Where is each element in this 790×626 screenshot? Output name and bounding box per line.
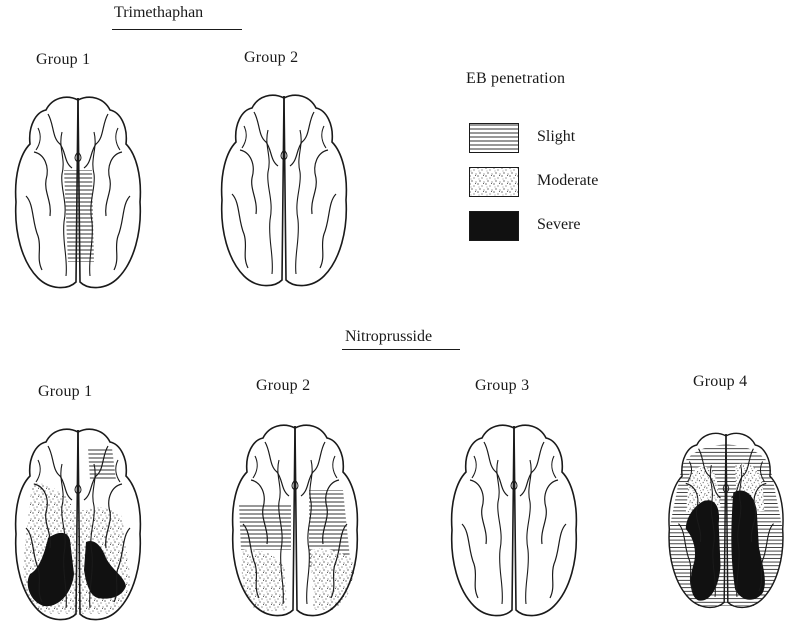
nitroprusside-group-4-label: Group 4: [693, 373, 747, 391]
title-underline: [112, 29, 242, 30]
brain-trimethaphan-group-1: [8, 92, 148, 292]
legend-swatch-slight: [469, 123, 519, 153]
moderate-penetration-area: [311, 549, 354, 610]
legend-swatch-severe: [469, 211, 519, 241]
legend-label-slight: Slight: [537, 128, 575, 146]
nitroprusside-group-3-label: Group 3: [475, 377, 529, 395]
title-underline: [342, 349, 460, 350]
legend-swatch-moderate: [469, 167, 519, 197]
trimethaphan-group-2-label: Group 2: [244, 49, 298, 67]
legend-title: EB penetration: [466, 70, 565, 88]
brain-trimethaphan-group-2: [214, 90, 354, 290]
brain-nitroprusside-group-3: [444, 420, 584, 620]
brain-nitroprusside-group-4: [662, 420, 790, 620]
legend-label-severe: Severe: [537, 216, 581, 234]
nitroprusside-group-1-label: Group 1: [38, 383, 92, 401]
brain-nitroprusside-group-2: [225, 420, 365, 620]
brain-nitroprusside-group-1: [8, 424, 148, 624]
section-title-nitroprusside: Nitroprusside: [345, 328, 432, 346]
section-title-trimethaphan: Trimethaphan: [114, 4, 203, 22]
trimethaphan-group-1-label: Group 1: [36, 51, 90, 69]
nitroprusside-group-2-label: Group 2: [256, 377, 310, 395]
legend-label-moderate: Moderate: [537, 172, 598, 190]
